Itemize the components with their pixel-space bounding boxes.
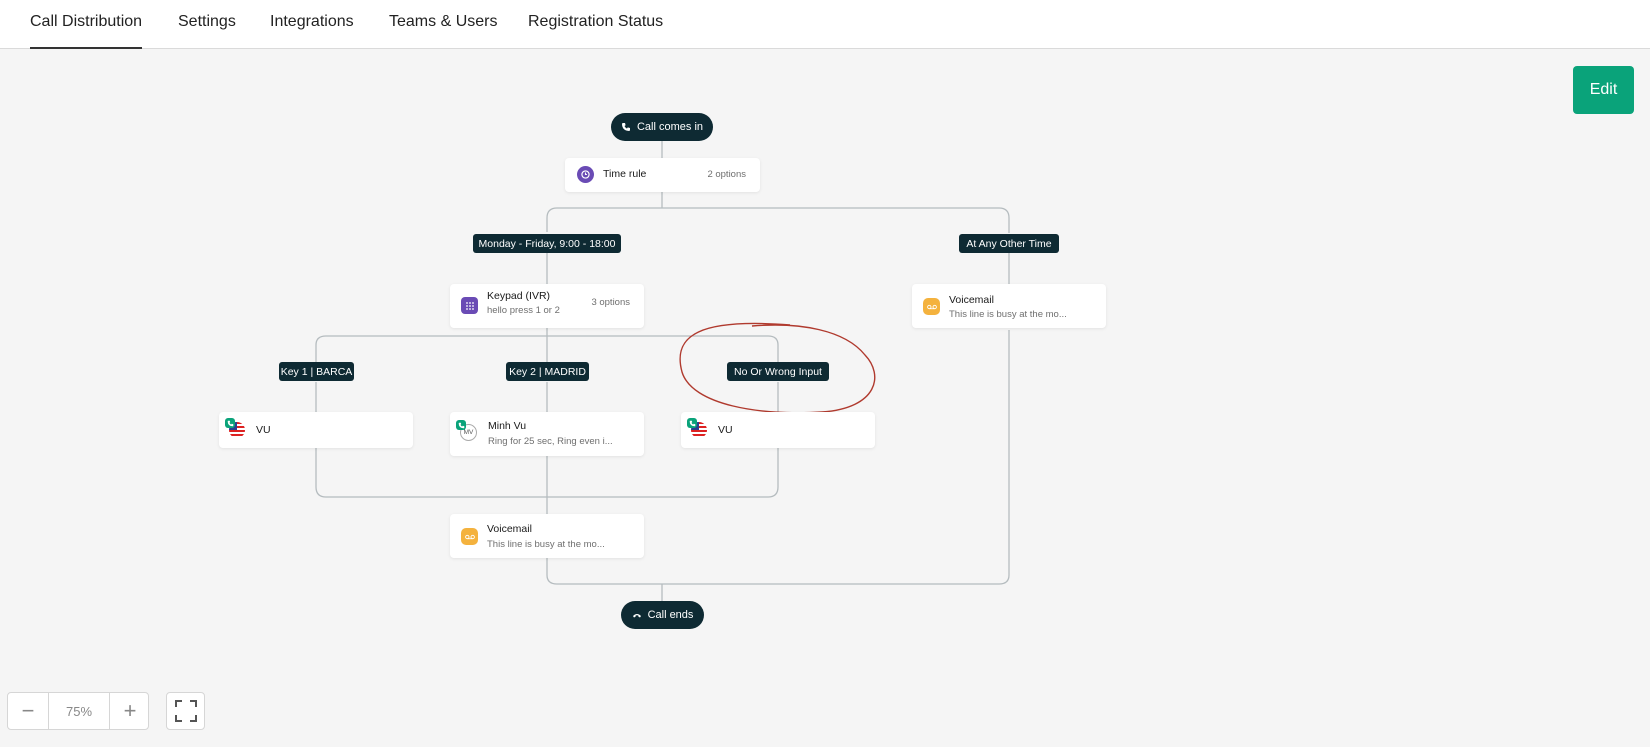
minh-vu-card[interactable]: MV Minh Vu Ring for 25 sec, Ring even i.…: [450, 412, 644, 456]
branch-wrong-input: No Or Wrong Input: [727, 362, 829, 381]
keypad-ivr-card[interactable]: Keypad (IVR) hello press 1 or 2 3 option…: [450, 284, 644, 328]
us-flag-icon: [225, 418, 245, 438]
phone-icon: [687, 418, 697, 428]
branch-key1: Key 1 | BARCA: [279, 362, 354, 381]
tab-teams-users[interactable]: Teams & Users: [389, 13, 498, 30]
edit-button[interactable]: Edit: [1573, 66, 1634, 114]
voicemail-bottom-title: Voicemail: [487, 523, 532, 535]
minh-vu-subtitle: Ring for 25 sec, Ring even i...: [488, 436, 613, 447]
tab-registration-status[interactable]: Registration Status: [528, 13, 664, 30]
vu-left-card[interactable]: VU: [219, 412, 413, 448]
voicemail-right-card[interactable]: Voicemail This line is busy at the mo...: [912, 284, 1106, 328]
top-nav: Call Distribution Settings Integrations …: [0, 0, 1650, 49]
zoom-out-button[interactable]: −: [21, 698, 35, 723]
keypad-subtitle: hello press 1 or 2: [487, 305, 560, 316]
keypad-icon: [461, 297, 478, 314]
call-ends-label: Call ends: [647, 609, 694, 621]
zoom-level: 75%: [48, 693, 110, 729]
vu-right-card[interactable]: VU: [681, 412, 875, 448]
avatar: MV: [456, 420, 477, 441]
phone-icon: [456, 420, 466, 430]
tab-call-distribution[interactable]: Call Distribution: [30, 13, 143, 49]
voicemail-right-title: Voicemail: [949, 294, 994, 306]
expand-icon: [174, 700, 197, 722]
call-ends-node[interactable]: Call ends: [621, 601, 704, 629]
keypad-title: Keypad (IVR): [487, 290, 551, 302]
voicemail-bottom-card[interactable]: Voicemail This line is busy at the mo...: [450, 514, 644, 558]
zoom-in-button[interactable]: +: [123, 698, 137, 723]
voicemail-icon: [923, 298, 940, 315]
hangup-icon: [632, 614, 641, 618]
fullscreen-button[interactable]: [166, 692, 205, 730]
voicemail-bottom-subtitle: This line is busy at the mo...: [487, 539, 605, 550]
tab-settings[interactable]: Settings: [178, 13, 236, 30]
time-rule-options: 2 options: [707, 169, 746, 180]
voicemail-icon: [461, 528, 478, 545]
clock-icon: [577, 166, 594, 183]
time-rule-title: Time rule: [603, 168, 647, 180]
phone-icon: [225, 418, 235, 428]
vu-left-title: VU: [256, 424, 271, 436]
us-flag-icon: [687, 418, 707, 438]
phone-icon: [621, 123, 630, 131]
zoom-control: − 75% +: [7, 692, 149, 730]
call-comes-in-node[interactable]: Call comes in: [611, 113, 713, 141]
branch-weekday: Monday - Friday, 9:00 - 18:00: [473, 234, 621, 253]
branch-other-time: At Any Other Time: [959, 234, 1059, 253]
keypad-options: 3 options: [591, 297, 630, 308]
tab-integrations[interactable]: Integrations: [270, 13, 354, 30]
voicemail-right-subtitle: This line is busy at the mo...: [949, 309, 1067, 320]
time-rule-card[interactable]: Time rule 2 options: [565, 158, 760, 192]
vu-right-title: VU: [718, 424, 733, 436]
call-comes-in-label: Call comes in: [636, 121, 704, 133]
minh-vu-title: Minh Vu: [488, 420, 527, 432]
branch-key2: Key 2 | MADRID: [506, 362, 589, 381]
